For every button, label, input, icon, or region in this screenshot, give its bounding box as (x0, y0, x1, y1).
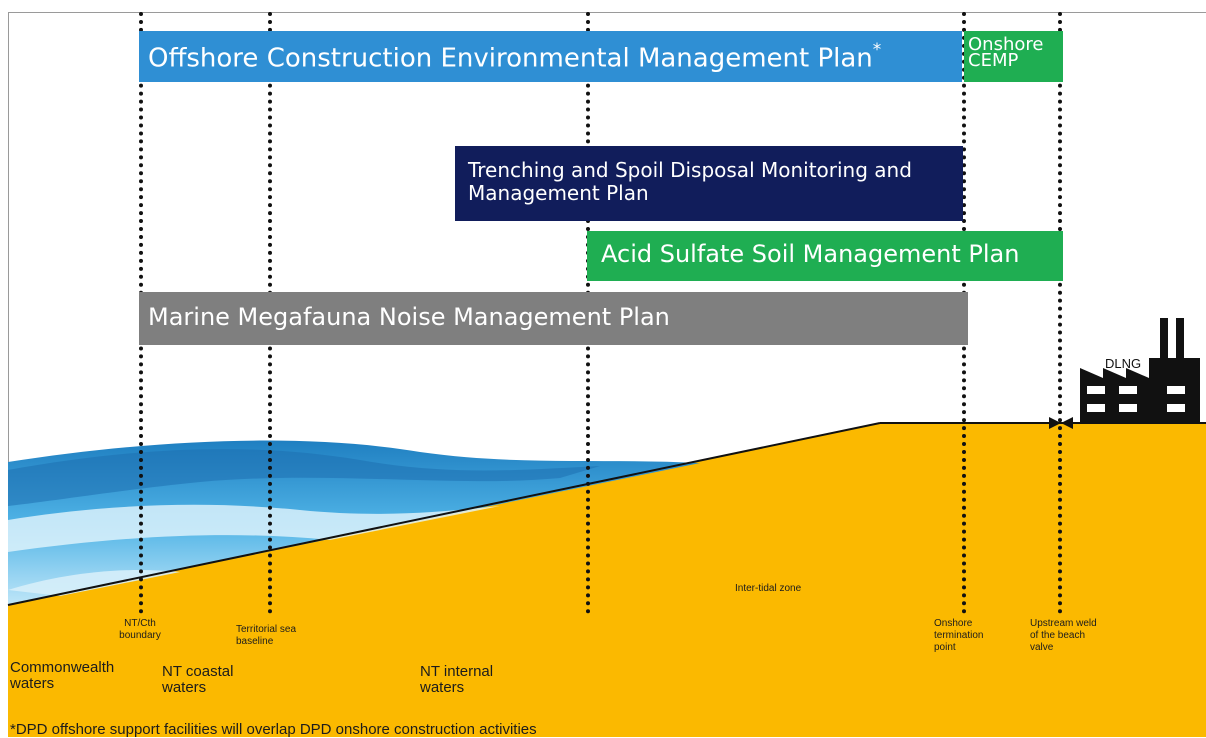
marine-megafauna-plan-bar: Marine Megafauna Noise Management Plan (139, 292, 968, 345)
territorial-baseline-label: Territorial sea baseline (236, 624, 297, 647)
intertidal-zone-label: Inter-tidal zone (735, 583, 802, 594)
commonwealth-waters-label: Commonwealth waters (10, 659, 115, 692)
acid-sulfate-plan-bar: Acid Sulfate Soil Management Plan (587, 231, 1063, 281)
nt-cth-boundary-label: NT/Cth boundary (119, 618, 161, 641)
ground-slope (8, 423, 1206, 737)
onshore-termination-label: Onshore termination point (934, 618, 984, 653)
wave-band (8, 449, 600, 506)
seabed-line (7, 422, 881, 606)
offshore-cemp-asterisk: * (872, 40, 882, 60)
wave-band-light (8, 504, 500, 552)
nt-internal-waters-label: NT internal waters (420, 663, 494, 696)
upstream-weld-label: Upstream weld of the beach valve (1030, 618, 1097, 653)
trenching-plan-bar: Trenching and Spoil Disposal Monitoring … (455, 146, 963, 221)
onshore-cemp-bar: Onshore CEMP (964, 31, 1063, 82)
dlng-label: DLNG (1105, 356, 1142, 371)
footnote: *DPD offshore support facilities will ov… (10, 721, 537, 738)
upstream-weld-line (1058, 12, 1062, 614)
frame-left-border (8, 12, 9, 727)
nt-coastal-waters-label: NT coastal waters (162, 663, 234, 696)
factory-icon (1080, 318, 1200, 423)
offshore-cemp-label: Offshore Construction Environmental Mana… (148, 43, 873, 74)
frame-top-border (8, 12, 1206, 13)
wave-crest (8, 570, 180, 596)
offshore-cemp-bar: Offshore Construction Environmental Mana… (139, 31, 962, 82)
